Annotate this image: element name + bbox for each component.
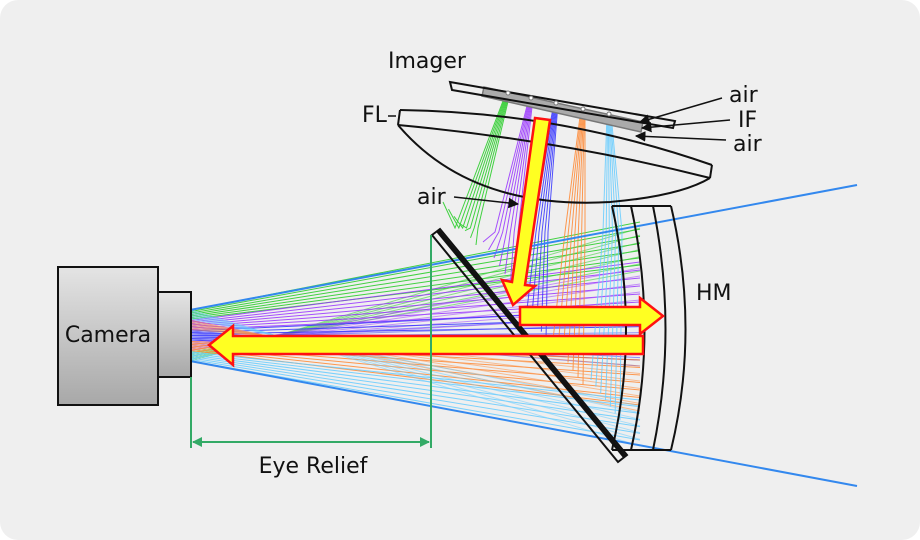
fl-right-edge <box>709 164 713 179</box>
ray <box>482 97 530 243</box>
hm-surface-4 <box>670 205 687 451</box>
imager-label: Imager <box>388 49 467 74</box>
ray <box>190 228 641 312</box>
air-top-label: air <box>729 83 759 108</box>
left-arrow <box>207 323 645 368</box>
ray <box>190 269 641 323</box>
ray <box>475 92 511 246</box>
air-fl-label: air <box>417 185 447 210</box>
ray <box>526 102 556 307</box>
ray <box>190 250 641 317</box>
camera-body <box>57 266 159 406</box>
ray <box>453 92 508 230</box>
ray <box>190 285 641 326</box>
fl-bottom-surface <box>397 124 711 204</box>
ray <box>470 92 510 239</box>
hm-surface-3 <box>652 205 667 451</box>
ray <box>493 97 531 259</box>
ray <box>459 92 509 229</box>
camera-lens <box>157 291 192 378</box>
source-point-green <box>505 90 511 96</box>
eye-relief-label: Eye Relief <box>259 454 369 479</box>
ray <box>504 97 533 275</box>
ray <box>510 97 533 283</box>
imager-panel <box>448 80 677 130</box>
ray <box>190 293 641 327</box>
ray-bundle-light-blue <box>190 113 641 447</box>
if-label: IF <box>738 108 757 133</box>
ray <box>464 92 510 232</box>
fl-left-edge <box>397 109 401 126</box>
imager-source-points <box>505 90 612 117</box>
source-point-purple <box>528 95 534 101</box>
camera-label: Camera <box>65 323 151 348</box>
ray <box>190 235 641 314</box>
hm-label: HM <box>696 281 732 306</box>
ray <box>190 354 641 414</box>
ray <box>442 92 507 230</box>
ray <box>190 277 641 324</box>
ray <box>488 97 531 251</box>
ray <box>190 309 641 447</box>
hm-surface-1 <box>611 205 627 451</box>
ray <box>448 92 508 230</box>
fov-line-bottom <box>189 360 858 487</box>
ray <box>610 113 623 421</box>
source-point-blue <box>553 100 559 106</box>
source-point-light-blue <box>606 111 612 117</box>
fl-lens <box>397 109 713 204</box>
fl-inner-surface <box>397 124 711 179</box>
ray <box>190 360 641 441</box>
air-bottom-label: air <box>733 132 763 157</box>
source-point-orange <box>580 106 586 112</box>
ray <box>190 356 641 421</box>
ray <box>190 357 641 428</box>
down-arrow <box>499 116 552 308</box>
ray <box>190 243 641 315</box>
fl-label: FL <box>362 103 388 128</box>
ray <box>499 97 532 267</box>
ray <box>190 359 641 434</box>
if-leader <box>640 119 731 133</box>
eye-relief-dimension: Eye Relief <box>190 235 432 479</box>
light-path-arrows <box>207 116 666 368</box>
air-bottom-leader <box>634 131 727 142</box>
camera: Camera <box>57 266 192 406</box>
ray <box>536 102 558 324</box>
right-arrow <box>518 295 666 337</box>
air-fl-leader <box>453 196 520 209</box>
fl-top-surface <box>399 109 713 166</box>
ray <box>190 264 641 320</box>
air-top-leader <box>638 97 723 125</box>
beam-splitter-body <box>430 227 629 464</box>
